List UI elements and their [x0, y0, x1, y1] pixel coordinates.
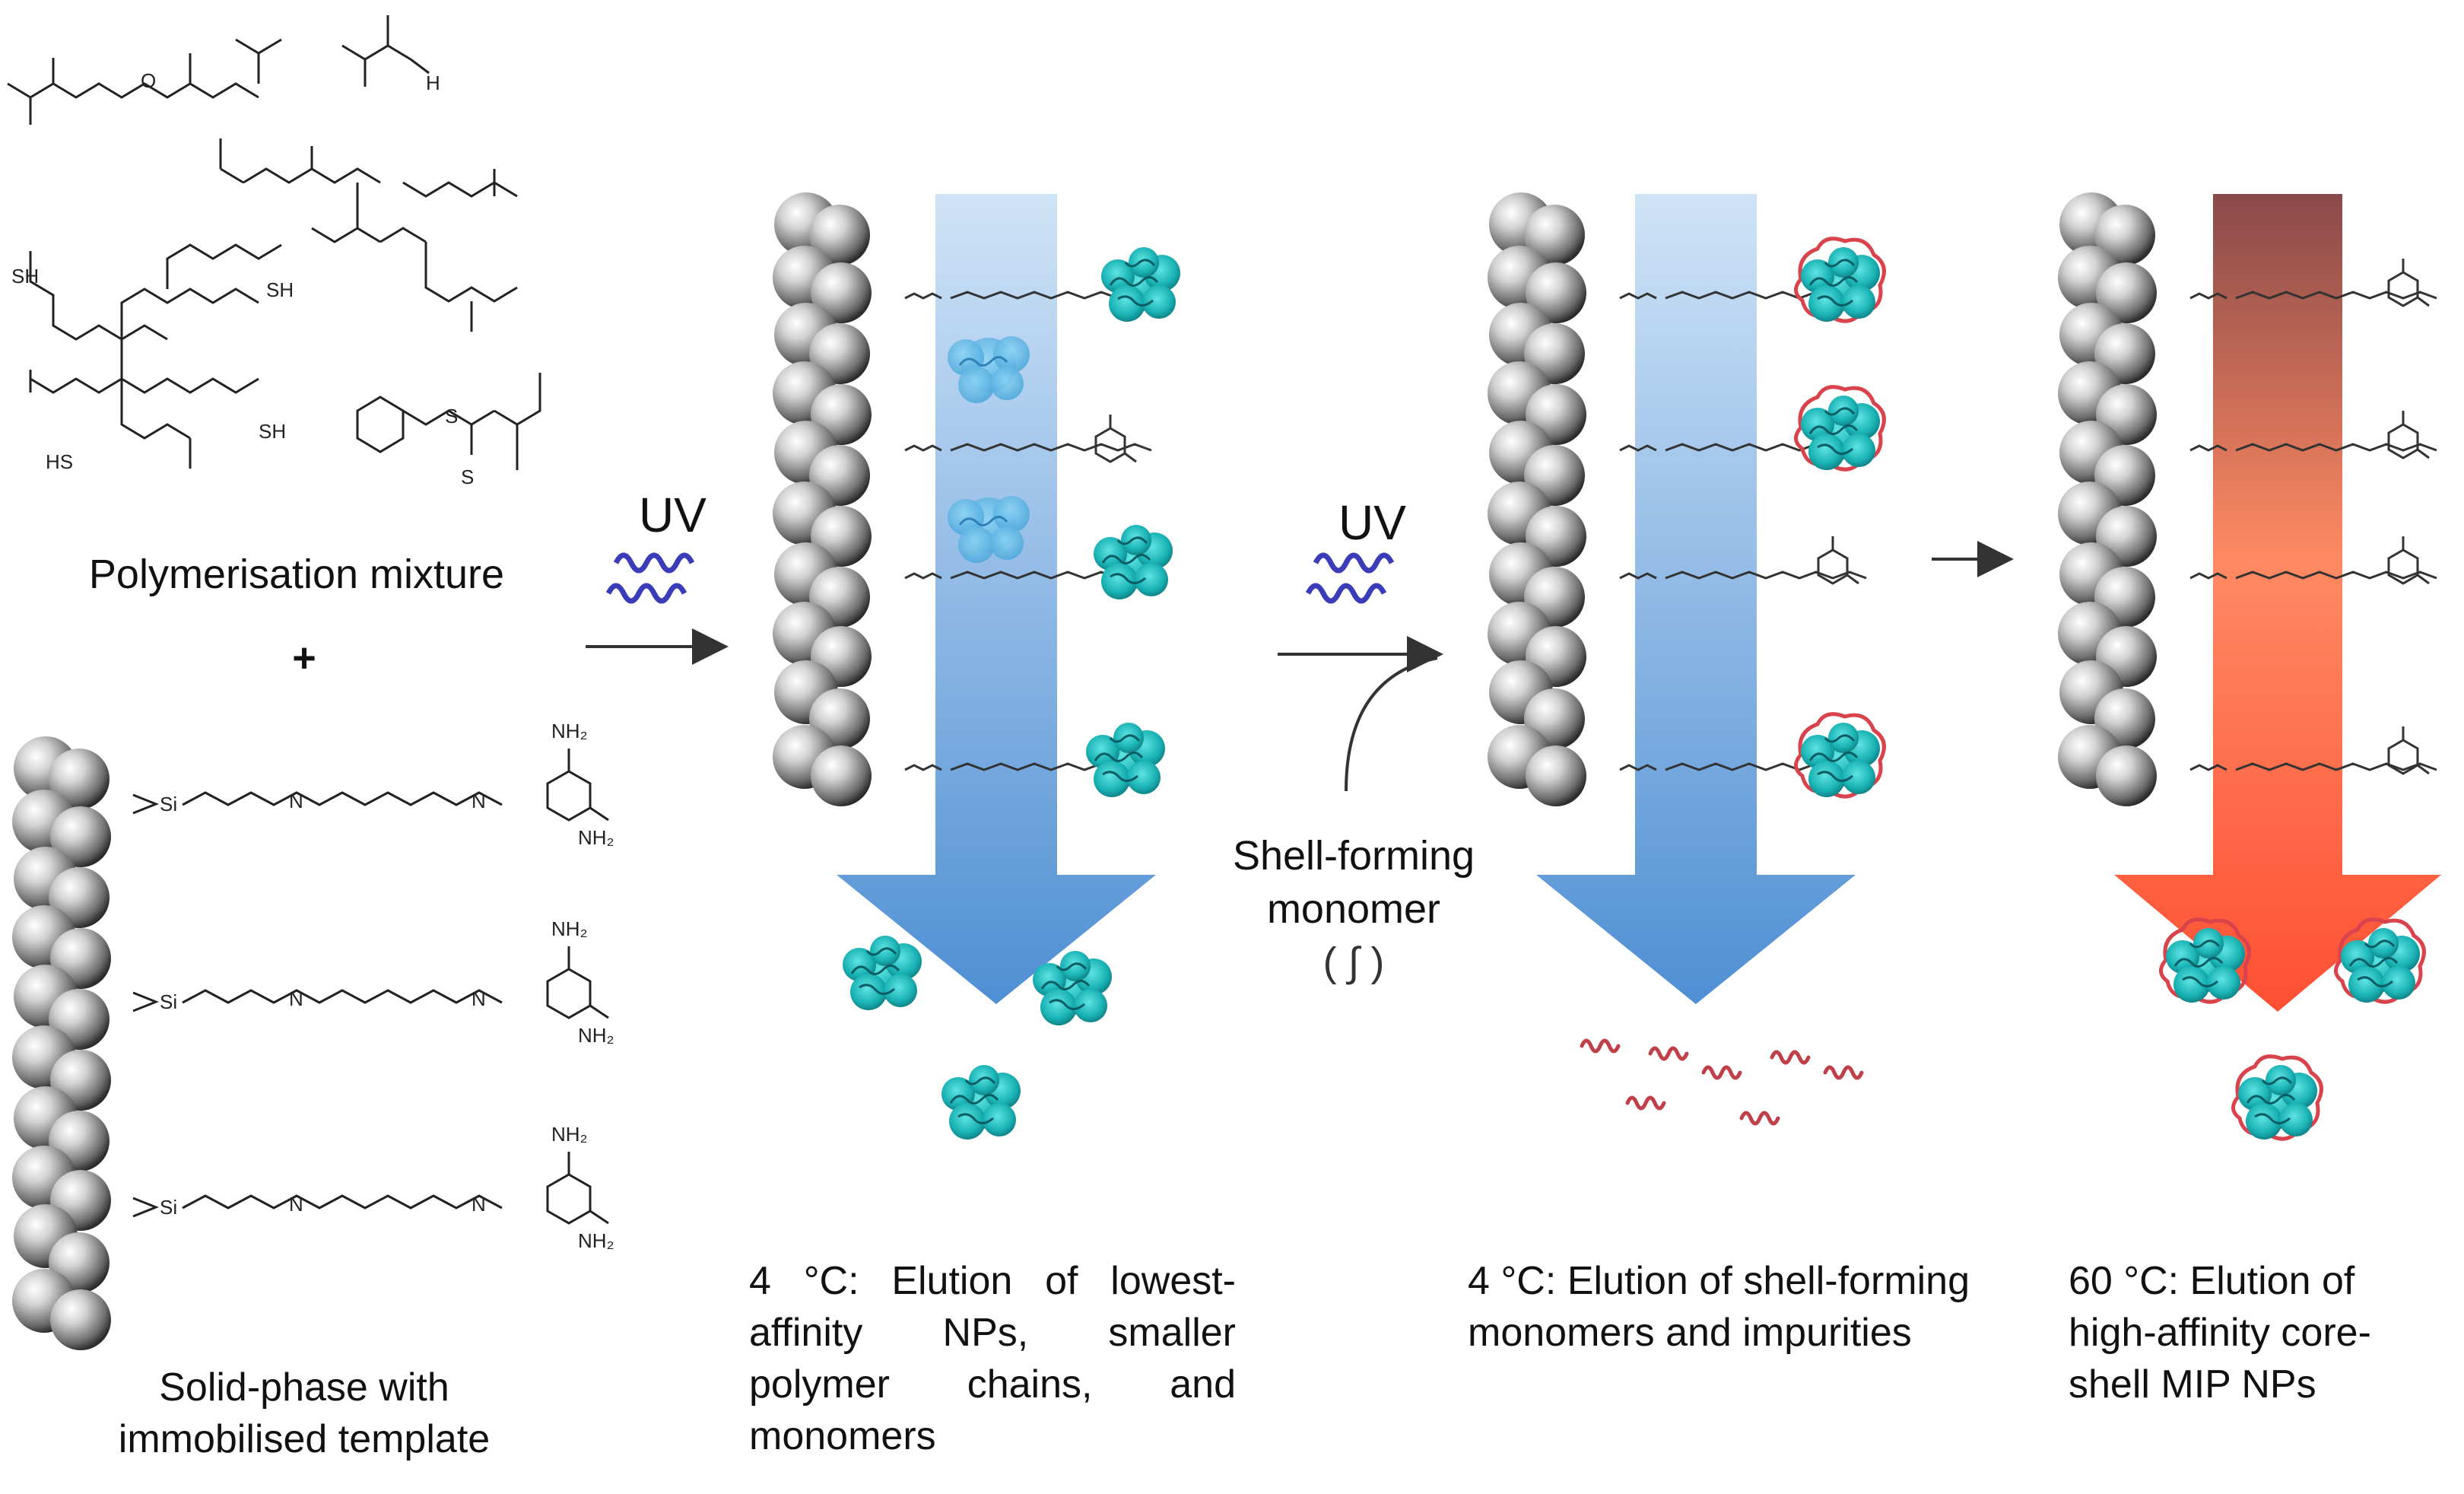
bound-protein-2b: [1092, 523, 1174, 601]
amine-nh2-2a: NH₂: [551, 917, 588, 940]
shell-monomer-line1: Shell-forming: [1232, 833, 1475, 879]
thiol-sh-1: SH: [11, 265, 39, 288]
imine-n-1a: N: [289, 790, 303, 812]
imine-n-1b: N: [472, 790, 486, 812]
template-linkers-1: [132, 749, 609, 1225]
uv-waves-1: [616, 555, 692, 571]
eluted-monomers: [1582, 1041, 1862, 1124]
eluted-mip-np-3: [2233, 1057, 2321, 1140]
imine-n-2b: N: [472, 987, 486, 1010]
elution-arrow-red: [2114, 194, 2441, 1012]
thiol-hs-4: HS: [46, 450, 73, 473]
eluted-np-3: [940, 1063, 1022, 1141]
silicon-label-3: Si: [160, 1196, 177, 1219]
plus-sign: +: [292, 635, 316, 681]
imine-n-2a: N: [289, 987, 303, 1010]
shelled-np-3b: [1796, 387, 1884, 470]
elution-arrow-blue-2: [1536, 194, 1856, 1004]
amine-nh2-3a: NH₂: [551, 1123, 588, 1146]
thiol-sh-2: SH: [266, 278, 294, 301]
uv-waves-2b: [1308, 586, 1384, 601]
amine-nh2-3b: NH₂: [578, 1229, 614, 1252]
imine-n-3a: N: [289, 1193, 303, 1216]
solid-phase-label-line2: immobilised template: [118, 1417, 491, 1461]
step-3-caption: 60 °C: Elution of high-affinity core-she…: [2069, 1259, 2371, 1407]
uv-waves-2: [1316, 555, 1392, 571]
shelled-np-3a: [1796, 239, 1884, 322]
silicon-label-1: Si: [160, 793, 177, 815]
template-atom-labels: Si Si Si N N N N N N NH₂ NH₂ NH₂ NH₂ NH₂…: [160, 720, 614, 1252]
step-2-caption: 4 °C: Elution of shell-forming monomers …: [1468, 1259, 1970, 1355]
silicon-label-2: Si: [160, 990, 177, 1013]
bead-column-2: [773, 192, 872, 806]
polymerisation-mixture-label: Polymerisation mixture: [88, 552, 505, 597]
chem-atom-labels: O H SH SH SH HS S S: [11, 69, 474, 488]
bound-protein-2a: [1100, 246, 1182, 323]
uv-label-1: UV: [639, 488, 706, 542]
shelled-np-3c: [1796, 714, 1884, 797]
thione-s: S: [461, 466, 474, 488]
amine-nh2-1b: NH₂: [578, 826, 614, 849]
thiol-sh-3: SH: [259, 420, 286, 443]
solid-phase-label: Solid-phase with immobilised template: [61, 1362, 548, 1465]
solid-phase-bead-column-1: [12, 736, 111, 1350]
ester-o-1: O: [141, 69, 156, 92]
amine-nh2-2b: NH₂: [578, 1024, 614, 1047]
bound-protein-2c: [1084, 721, 1167, 799]
shell-monomer-symbol: ( ∫ ): [1322, 939, 1385, 985]
monomer-feed-curve: [1345, 656, 1438, 792]
eluted-mip-np-1: [2161, 920, 2249, 1003]
bead-column-4: [2058, 192, 2157, 806]
eluted-np-1: [841, 934, 923, 1012]
step-1-caption: 4 °C: Elution of lowest-affinity NPs, sm…: [749, 1259, 1236, 1458]
sulfur-atom: S: [445, 405, 458, 428]
bead-column-3: [1488, 192, 1586, 806]
eluted-mip-np-2: [2335, 920, 2424, 1003]
amine-nh2-1a: NH₂: [551, 720, 588, 742]
elution-arrow-blue-1: [837, 194, 1156, 1004]
uv-label-2: UV: [1338, 495, 1406, 550]
solid-phase-label-line1: Solid-phase with: [159, 1365, 449, 1410]
shell-forming-monomer-label: Shell-forming monomer ( ∫ ): [1186, 829, 1521, 989]
uv-waves-1b: [608, 586, 684, 601]
shell-monomer-line2: monomer: [1266, 886, 1441, 932]
acid-h: H: [426, 72, 440, 94]
imine-n-3b: N: [472, 1193, 486, 1216]
polymerisation-mixture-structures: [7, 15, 541, 470]
